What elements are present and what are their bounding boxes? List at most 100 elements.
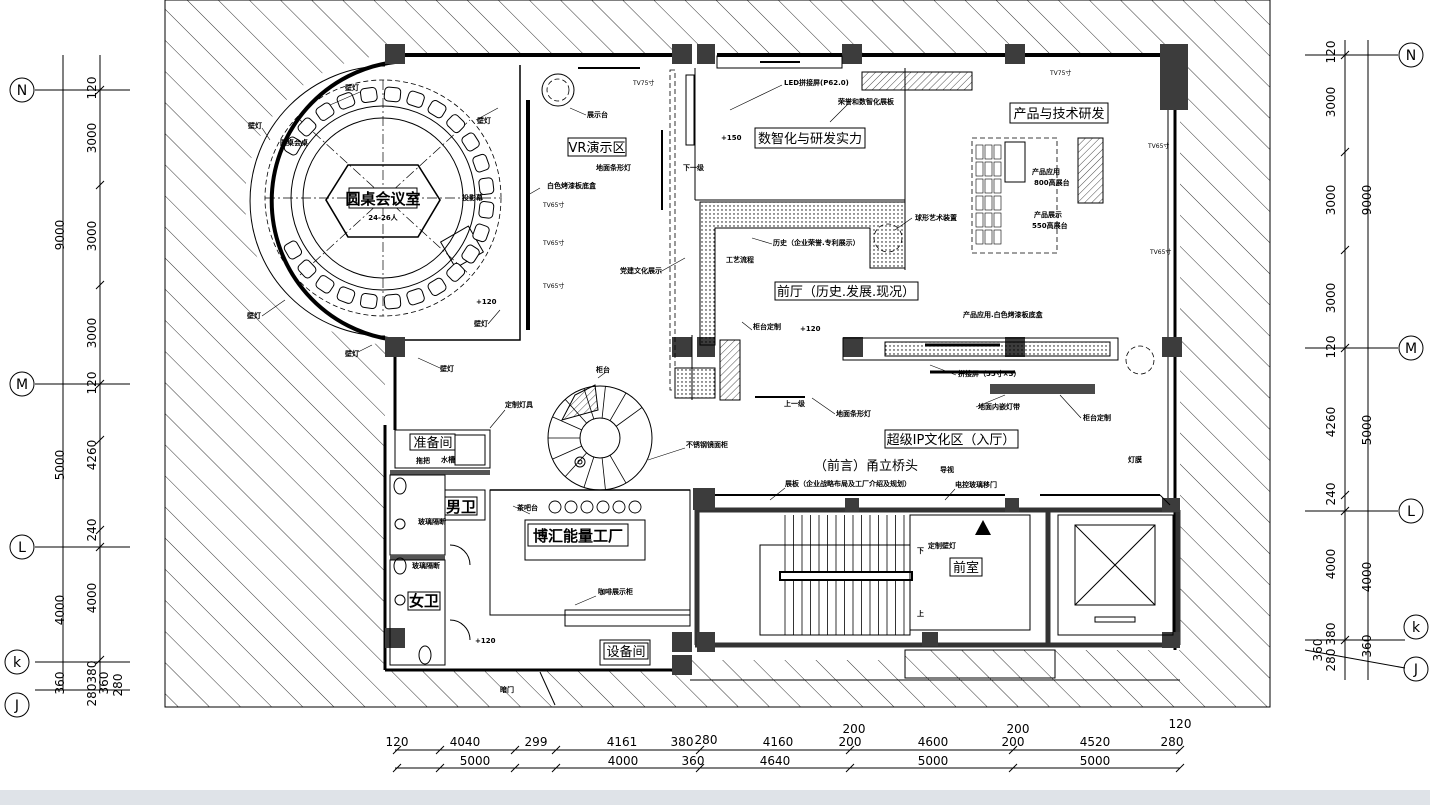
dim-tick (1175, 745, 1185, 755)
dim-left-inner-280: 280 (85, 684, 99, 707)
display-rack (984, 161, 993, 177)
note-tv-3: TV65寸 (542, 282, 564, 290)
note-craft: 工艺流程 (726, 255, 754, 264)
dim-tick (695, 763, 705, 773)
dim-right-outer-9000: 9000 (1360, 185, 1374, 216)
grid-label-j-left: J (14, 698, 19, 714)
dim-right-inner-240: 240 (1324, 483, 1338, 506)
hall-counter (691, 335, 1119, 400)
meeting-chair (472, 223, 490, 243)
note-guide: 导视 (940, 465, 954, 474)
meeting-chair (283, 240, 303, 260)
note-plus120-factory: +120 (475, 637, 496, 645)
dim-tick (392, 763, 402, 773)
dim-left-outer-9000: 9000 (53, 220, 67, 251)
grid-bubbles: N M L k J N M L k J (4, 42, 1429, 718)
dim-tick (95, 525, 105, 535)
dim-left-outer-5000: 5000 (53, 450, 67, 481)
dim-right-outer-4000: 4000 (1360, 562, 1374, 593)
dim-bottom-5000a: 5000 (460, 754, 491, 768)
dim-right-inner-3000b: 3000 (1324, 185, 1338, 216)
spiral-tread (609, 455, 627, 484)
meeting-chair (336, 286, 356, 304)
meeting-chair (478, 200, 495, 219)
label-female-wc: 女卫 (409, 592, 439, 610)
note-glass-partition-2: 玻璃隔断 (412, 561, 440, 570)
spiral-stair (547, 384, 653, 491)
dim-tick (1008, 763, 1018, 773)
right-dimensions: 9000 5000 4000 360 120 3000 3000 3000 12… (1311, 41, 1374, 672)
label-factory: 博汇能量工厂 (533, 527, 623, 545)
status-bar (0, 790, 1430, 805)
meeting-chair (472, 153, 490, 173)
note-electric-door: 电控玻璃移门 (955, 480, 997, 489)
dim-tick (695, 745, 705, 755)
display-rack (984, 195, 993, 211)
note-wall-lamp-6: 壁灯 (345, 349, 359, 358)
meeting-chair (383, 293, 402, 310)
dim-tick (1340, 147, 1350, 157)
note-tv-6: TV65寸 (1147, 142, 1169, 150)
dim-tick (845, 745, 855, 755)
bar-stool (564, 500, 578, 514)
note-display-table: 展示台 (586, 110, 608, 119)
stairwell (759, 514, 1056, 679)
dim-bottom-top-299: 299 (525, 735, 548, 749)
dim-tick (510, 763, 520, 773)
display-rack (975, 144, 984, 160)
dim-tick (1175, 763, 1185, 773)
note-party-culture: 党建文化展示 (620, 266, 662, 275)
meeting-chair (383, 86, 402, 103)
dim-bottom-4640: 4640 (760, 754, 791, 768)
dim-bottom-above-200b: 200 (1007, 722, 1030, 736)
dim-right-inner-380: 380 (1324, 623, 1338, 646)
display-rack (975, 161, 984, 177)
dim-left-inner-3000c: 3000 (85, 318, 99, 349)
label-meeting-capacity: 24-26人 (368, 213, 398, 222)
dim-right-inner-120b: 120 (1324, 336, 1338, 359)
bar-stool (596, 500, 610, 514)
meeting-chair (359, 293, 378, 310)
meeting-chair (427, 99, 447, 119)
grid-label-n-left: N (17, 83, 27, 99)
dim-right-inner-4000: 4000 (1324, 549, 1338, 580)
digital-area (674, 55, 973, 401)
note-down-one: 下一级 (683, 163, 705, 172)
note-mop-pool: 拖把 (416, 456, 430, 465)
display-rack (975, 212, 984, 228)
dim-bottom-top-280b: 280 (1161, 735, 1184, 749)
note-plus120-hall: +120 (800, 325, 821, 333)
meeting-chair (446, 262, 466, 282)
spiral-tread (564, 452, 587, 477)
dim-bottom-5000b: 5000 (918, 754, 949, 768)
meeting-chair (359, 86, 378, 103)
dim-left-inner-3000a: 3000 (85, 123, 99, 154)
dim-right-inner-280: 280 (1324, 649, 1338, 672)
note-sphere-art: 球形艺术装置 (915, 213, 957, 222)
note-lamp-band: 灯膜 (1128, 455, 1142, 464)
annotations: 壁灯 壁灯 壁灯 壁灯 壁灯 壁灯 壁灯 圆桌会桌 投影幕 白色烤漆板底盒 TV… (247, 69, 1171, 694)
dim-tick (510, 745, 520, 755)
dim-bottom-top-4600: 4600 (918, 735, 949, 749)
label-product-rd: 产品与技术研发 (1013, 106, 1104, 122)
dim-left-small-280: 280 (111, 674, 125, 697)
dim-left-outer-4000: 4000 (53, 595, 67, 626)
dim-right-inner-3000c: 3000 (1324, 283, 1338, 314)
display-rack (993, 229, 1002, 245)
spiral-tread (552, 445, 582, 460)
note-splice-screen: 拼接屏（55寸×3） (958, 369, 1020, 378)
dim-bottom-top-200a: 200 (839, 735, 862, 749)
display-rack (975, 195, 984, 211)
bridge-board (715, 494, 1171, 506)
dimension-lines (35, 40, 1406, 773)
dim-bottom-top-200b: 200 (1002, 735, 1025, 749)
note-stainless-cabinet: 不锈钢镜面柜 (686, 440, 728, 449)
dim-bottom-top-4161: 4161 (607, 735, 638, 749)
meeting-chair (297, 259, 317, 279)
spiral-tread (552, 416, 582, 431)
note-tv-5: TV75寸 (1049, 69, 1071, 77)
note-cabinet-custom2: 柜台定制 (1082, 413, 1111, 422)
dim-tick (435, 763, 445, 773)
display-rack (984, 229, 993, 245)
